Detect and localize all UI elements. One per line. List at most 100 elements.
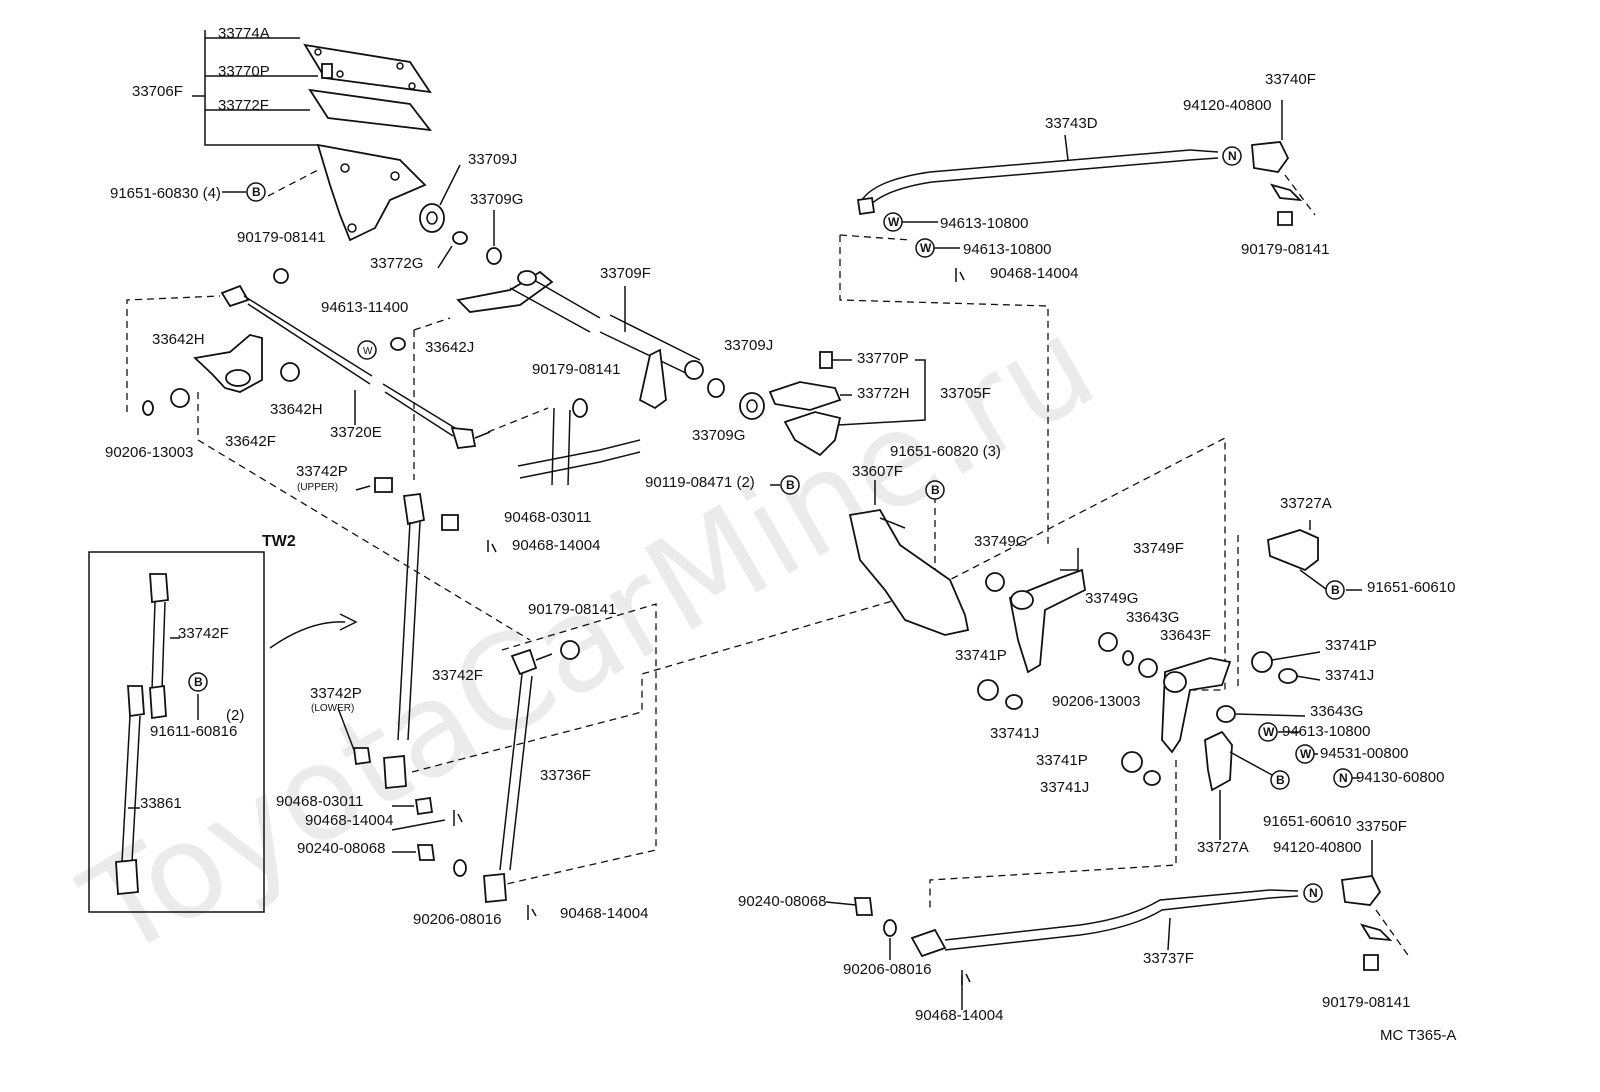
part-label-l7: 91651-60830 (4) <box>110 185 221 202</box>
ball-joint-33750F <box>1340 840 1411 971</box>
part-label-l73: 94613-10800 <box>940 215 1028 232</box>
bushing-33709J-mid <box>739 392 765 420</box>
w-marker: W <box>883 212 903 232</box>
part-label-l68: 90179-08141 <box>1322 994 1410 1011</box>
part-label-l72: 33740F <box>1265 71 1316 88</box>
part-label-l41: 33742F <box>432 667 483 684</box>
part-label-l10: 33709F <box>600 265 651 282</box>
part-label-l74: 94613-10800 <box>963 241 1051 258</box>
part-label-l65: 90468-14004 <box>560 905 648 922</box>
part-label-l36: 33749G <box>1085 590 1138 607</box>
part-label-l16: 33770P <box>857 350 909 367</box>
lower-linkage-stub <box>517 398 641 486</box>
part-label-l21: 33720E <box>330 424 382 441</box>
part-label-l49: 94613-10800 <box>1282 723 1370 740</box>
svg-text:W: W <box>920 241 932 255</box>
figure-code: MC T365-A <box>1380 1027 1456 1044</box>
part-label-l43: 33742P <box>310 685 362 702</box>
part-label-l26: 33742P <box>296 463 348 480</box>
plate-33774A <box>303 43 432 94</box>
part-label-l2: 33770P <box>218 63 270 80</box>
part-label-l37: 33643G <box>1126 609 1179 626</box>
w-marker: W <box>915 238 935 258</box>
part-label-l63: 90240-08068 <box>738 893 826 910</box>
part-label-l61: 33727A <box>1197 839 1249 856</box>
svg-text:B: B <box>786 478 795 492</box>
part-label-l17: 33772H <box>857 385 910 402</box>
part-label-l38: 33643F <box>1160 627 1211 644</box>
lever-33643F <box>977 632 1321 786</box>
part-label-l23: 90206-13003 <box>105 444 193 461</box>
bracket-33727A-low <box>1204 730 1273 840</box>
part-label-l14: 33709J <box>724 337 773 354</box>
b-marker: B <box>1270 770 1290 790</box>
svg-text:B: B <box>1276 773 1285 787</box>
part-label-l29: 90468-14004 <box>512 537 600 554</box>
part-label-l13: 33642H <box>152 331 205 348</box>
part-label-l35: 90179-08141 <box>528 601 616 618</box>
svg-text:N: N <box>1339 771 1348 785</box>
part-label-l4: 33772F <box>218 97 269 114</box>
part-label-l56: 33861 <box>140 795 182 812</box>
part-label-l47: 91611-60816 <box>150 723 237 740</box>
part-label-l1: 33774A <box>218 25 270 42</box>
part-label-l9: 33772G <box>370 255 423 272</box>
part-label-l11: 94613-11400 <box>321 299 408 316</box>
part-label-l31: 33749G <box>974 533 1027 550</box>
svg-text:B: B <box>252 185 261 199</box>
b-marker: B <box>780 475 800 495</box>
svg-text:W: W <box>1263 725 1275 739</box>
washer-33772G <box>437 231 468 269</box>
plate-33772F <box>308 88 433 132</box>
part-label-l3: 33706F <box>132 83 183 100</box>
part-label-l66: 33737F <box>1143 950 1194 967</box>
link-33742F <box>337 477 467 877</box>
w-marker: W <box>1258 722 1278 742</box>
part-label-l76: 90179-08141 <box>1241 241 1329 258</box>
bushing-33709G-top <box>486 210 502 265</box>
svg-text:N: N <box>1309 886 1318 900</box>
nut-90179-08141-a <box>273 268 289 284</box>
part-label-l71: 94120-40800 <box>1183 97 1271 114</box>
part-label-note-s1: (UPPER) <box>297 482 338 493</box>
bracket-33706F <box>316 143 427 242</box>
part-label-l53: 33736F <box>540 767 591 784</box>
b-marker: B <box>1325 580 1345 600</box>
part-label-l58: 91651-60610 <box>1263 813 1351 830</box>
part-labels: 33774A33770P33706F33772F33709J33709G9165… <box>105 25 1455 1024</box>
part-label-l64: 90206-08016 <box>413 911 501 928</box>
part-label-l46: (2) <box>226 707 244 724</box>
part-label-l39: 33741P <box>1325 637 1377 654</box>
w-marker: W <box>1295 744 1315 764</box>
part-label-l55: 90468-03011 <box>276 793 363 810</box>
part-label-l54: 33741J <box>1040 779 1089 796</box>
plate-assembly-33706F <box>192 30 433 242</box>
inset-tw2 <box>88 551 358 913</box>
part-label-l45: 33643G <box>1310 703 1363 720</box>
part-label-l59: 33750F <box>1356 818 1407 835</box>
b-marker: B <box>246 182 266 202</box>
part-label-l18: 33705F <box>940 385 991 402</box>
clip-33642J <box>390 337 406 351</box>
part-label-l52: 94130-60800 <box>1356 769 1444 786</box>
bellcrank-33749F <box>985 548 1086 674</box>
part-label-l67: 90206-08016 <box>843 961 931 978</box>
svg-text:W: W <box>363 346 373 357</box>
svg-text:B: B <box>194 675 203 689</box>
dashed-guides <box>126 234 1239 910</box>
symbol-markers: B B B B B B W W W W N N N <box>188 146 1353 903</box>
part-label-l15: 90179-08141 <box>532 361 620 378</box>
part-label-l25: 33607F <box>852 463 903 480</box>
b-marker: B <box>925 480 945 500</box>
part-label-l51: 33741P <box>1036 752 1088 769</box>
link-33736F <box>483 640 580 903</box>
svg-text:W: W <box>888 215 900 229</box>
part-label-l70: 33743D <box>1045 115 1098 132</box>
part-label-l50: 94531-00800 <box>1320 745 1408 762</box>
pin-33770P <box>321 63 333 79</box>
part-label-l5: 33709J <box>468 151 517 168</box>
part-label-l8: 90179-08141 <box>237 229 325 246</box>
n-marker: N <box>1333 768 1353 788</box>
